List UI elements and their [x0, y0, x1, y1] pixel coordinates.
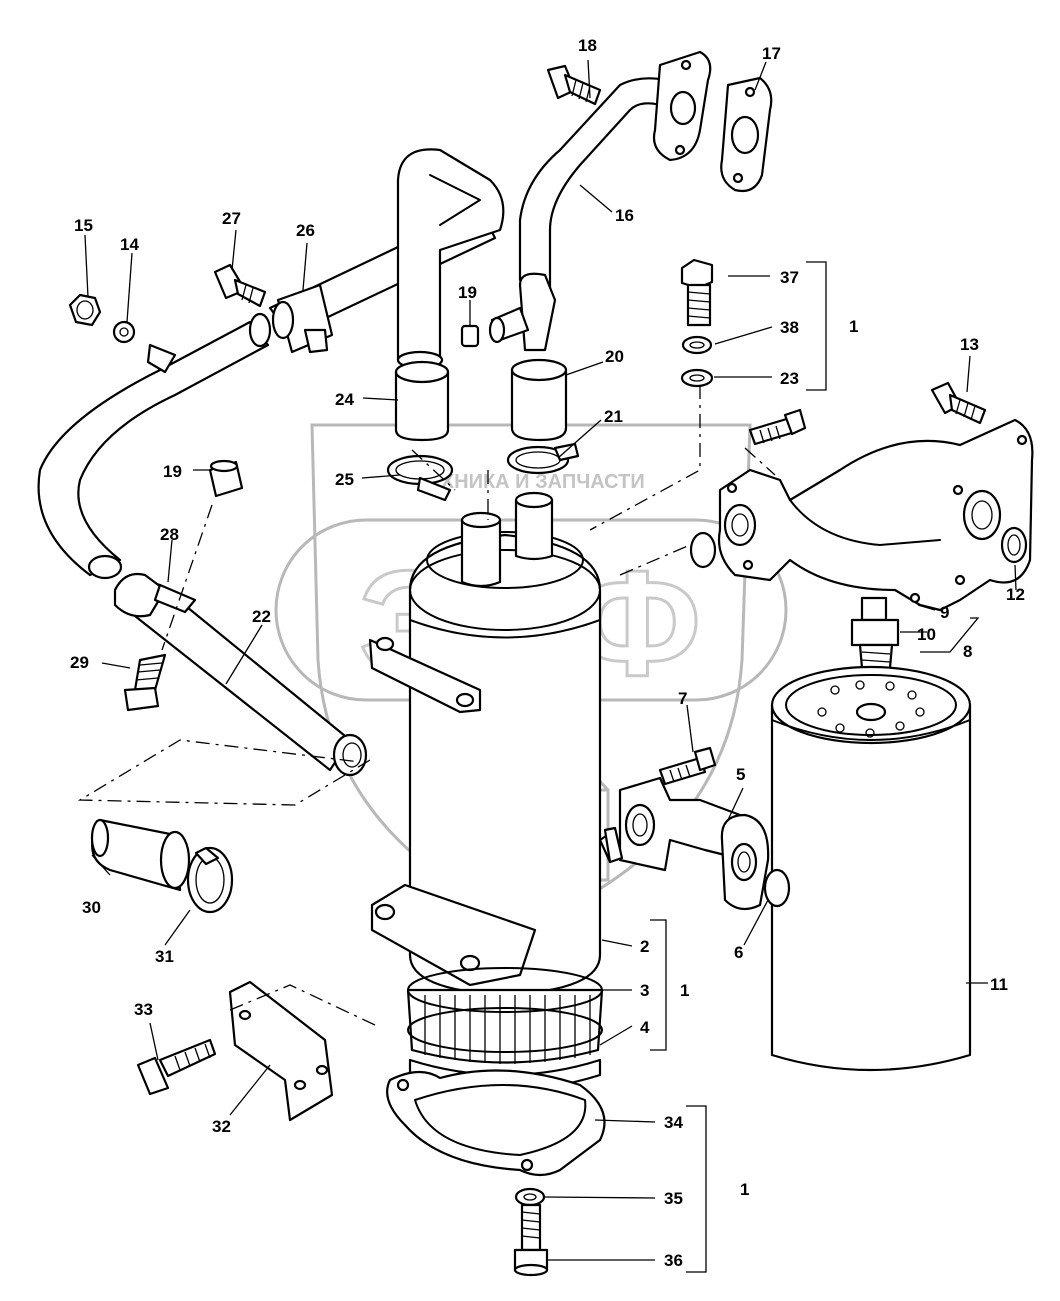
callout-6: 6 — [734, 943, 743, 962]
callout-18: 18 — [578, 36, 597, 55]
clamp-25 — [386, 454, 454, 502]
callout-35: 35 — [664, 1189, 683, 1208]
callout-31: 31 — [155, 947, 174, 966]
flange-17 — [652, 50, 773, 193]
callout-11: 11 — [990, 975, 1008, 994]
callout-21: 21 — [604, 407, 623, 426]
callout-34: 34 — [664, 1113, 683, 1132]
pipe-16 — [488, 77, 667, 352]
o-ring-12 — [1000, 526, 1028, 564]
callout-27: 27 — [222, 209, 241, 228]
washer-14 — [112, 320, 136, 344]
callout-7: 7 — [678, 689, 687, 708]
left-pipe-assembly — [37, 312, 368, 777]
callout-5: 5 — [736, 765, 745, 784]
callout-8: 8 — [963, 642, 972, 661]
callout-2: 2 — [640, 937, 649, 956]
bolt-27 — [213, 263, 267, 308]
callout-1-bottom: 1 — [740, 1180, 749, 1199]
o-ring-left — [689, 531, 717, 569]
callout-12: 12 — [1006, 585, 1025, 604]
callout-23: 23 — [780, 369, 799, 388]
washer-23 — [680, 368, 714, 388]
oil-filter-11 — [770, 665, 972, 1072]
nut-15 — [68, 293, 102, 327]
callout-36: 36 — [664, 1251, 683, 1270]
callout-28: 28 — [160, 525, 179, 544]
callout-1-middle: 1 — [680, 981, 689, 1000]
bolt-13 — [930, 381, 987, 425]
callout-38: 38 — [780, 318, 799, 337]
clamp-31 — [186, 846, 234, 914]
callout-leaders — [84, 59, 1017, 1273]
watermark-top-text: ТЕХНИКА И ЗАПЧАСТИ — [415, 471, 644, 493]
callout-19-left: 19 — [163, 462, 182, 481]
callout-26: 26 — [296, 221, 315, 240]
callout-19-upper: 19 — [458, 283, 477, 302]
callout-17: 17 — [762, 44, 781, 63]
clamp-21 — [506, 442, 580, 475]
bracket-32 — [228, 980, 334, 1122]
bolt-7 — [658, 746, 717, 786]
hose-30 — [90, 818, 191, 892]
callout-3: 3 — [640, 981, 649, 1000]
callout-25: 25 — [335, 470, 354, 489]
bolt-36 — [513, 1203, 549, 1277]
bolt-37 — [680, 258, 714, 327]
callout-33: 33 — [134, 1000, 153, 1019]
oil-cooler-housing — [368, 491, 630, 997]
callout-16: 16 — [615, 206, 634, 225]
nipple-10 — [850, 596, 900, 670]
hose-20 — [510, 358, 568, 442]
gasket-34 — [386, 1069, 606, 1177]
callout-13: 13 — [960, 335, 979, 354]
callout-20: 20 — [605, 347, 624, 366]
callout-29: 29 — [70, 653, 89, 672]
washer-35 — [514, 1187, 546, 1207]
washer-38 — [681, 335, 713, 355]
callout-30: 30 — [82, 898, 101, 917]
callouts: 1 1 1 2 3 4 5 6 7 8 9 10 11 12 13 14 15 … — [70, 36, 1025, 1270]
o-ring-6 — [763, 868, 791, 908]
assembly-lines — [77, 385, 776, 1026]
bolt-18 — [546, 64, 602, 106]
sleeve-19-left — [208, 459, 244, 498]
filter-head-9 — [717, 418, 1034, 612]
callout-15: 15 — [74, 216, 93, 235]
callout-1-top: 1 — [849, 317, 858, 336]
sleeve-19-upper — [460, 324, 480, 348]
bolt-29 — [123, 653, 167, 712]
callout-9: 9 — [940, 603, 949, 622]
hose-24 — [394, 360, 450, 442]
bolt-33 — [136, 1038, 217, 1096]
callout-22: 22 — [252, 607, 271, 626]
callout-24: 24 — [335, 390, 354, 409]
callout-37: 37 — [780, 268, 799, 287]
callout-10: 10 — [917, 625, 936, 644]
callout-4: 4 — [640, 1018, 650, 1037]
callout-32: 32 — [212, 1117, 231, 1136]
outlet-pipe-5 — [603, 776, 770, 911]
bolt-head-upper — [748, 408, 807, 446]
callout-14: 14 — [120, 235, 139, 254]
